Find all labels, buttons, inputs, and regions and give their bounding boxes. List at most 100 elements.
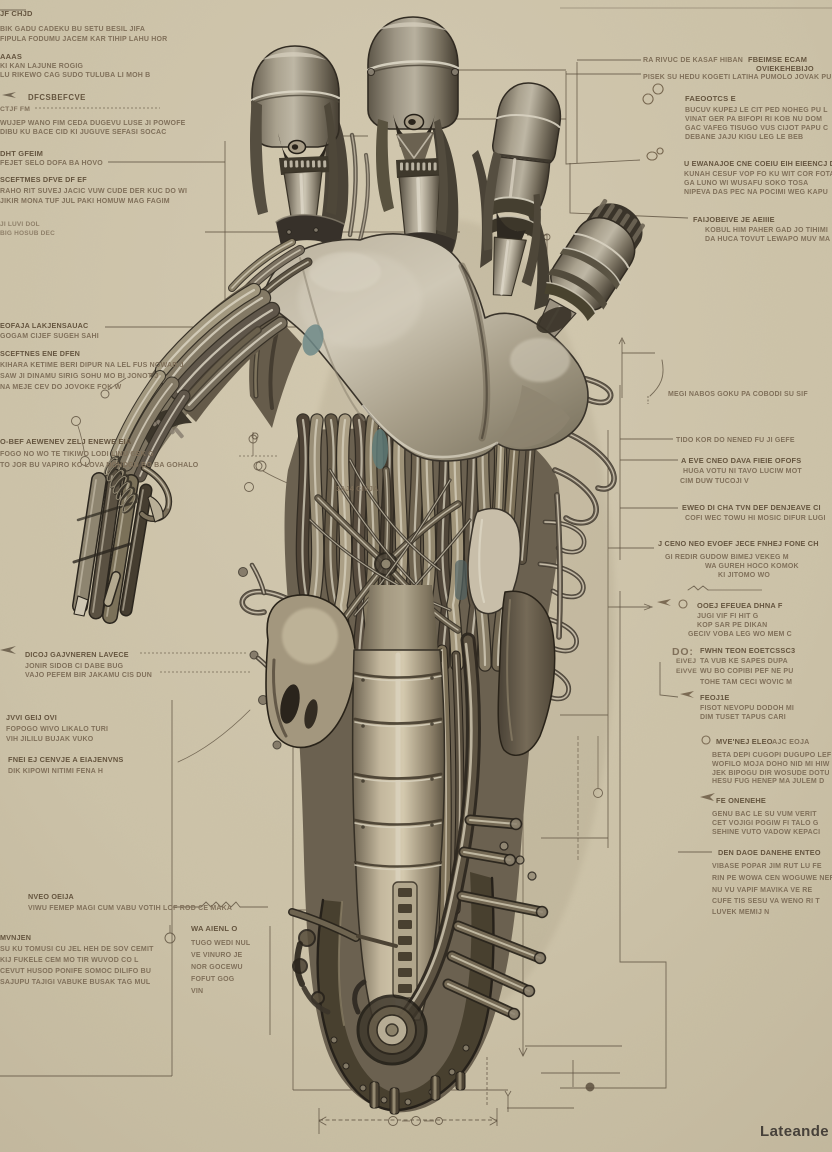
svg-text:LU RIKEWO CAG SUDO TULUBA LI M: LU RIKEWO CAG SUDO TULUBA LI MOH B [0, 72, 150, 79]
svg-text:GECIV VOBA LEG WO MEM C: GECIV VOBA LEG WO MEM C [688, 631, 792, 638]
svg-text:DIBU KU BACE CID KI JUGUVE SEF: DIBU KU BACE CID KI JUGUVE SEFASI SOCAC [0, 129, 167, 136]
svg-text:NVEO OEIJA: NVEO OEIJA [28, 892, 74, 901]
svg-text:DEBANE JAJU KIGU LEG LE BEB: DEBANE JAJU KIGU LEG LE BEB [685, 134, 803, 141]
svg-text:FISOT NEVOPU DODOH MI: FISOT NEVOPU DODOH MI [700, 705, 794, 712]
svg-text:CEVUT HUSOD PONIFE SOMOC DILIF: CEVUT HUSOD PONIFE SOMOC DILIFO BU [0, 968, 151, 975]
svg-text:O-BEF AEWENEV ZELJ ENEWE EIA: O-BEF AEWENEV ZELJ ENEWE EIA [0, 437, 132, 446]
svg-text:TO JOR BU VAPIRO KO LOVA NOHOG: TO JOR BU VAPIRO KO LOVA NOHOGU BO BA GO… [0, 462, 199, 469]
svg-text:BIG HOSUB DEC: BIG HOSUB DEC [0, 230, 55, 237]
svg-text:DIM TUSET TAPUS CARI: DIM TUSET TAPUS CARI [700, 714, 786, 721]
svg-text:SAW JI DINAMU SIRIG SOHU MO BI: SAW JI DINAMU SIRIG SOHU MO BI JONOT J [0, 373, 159, 380]
svg-text:DEN DAOE DANEHE ENTEO: DEN DAOE DANEHE ENTEO [718, 848, 821, 857]
svg-text:NOR GOCEWU: NOR GOCEWU [191, 964, 243, 971]
svg-text:EWEO DI CHA TVN DEF DENJEAVE C: EWEO DI CHA TVN DEF DENJEAVE CI [682, 503, 821, 512]
svg-text:VIWU FEMEP MAGI CUM VABU VOTIH: VIWU FEMEP MAGI CUM VABU VOTIH LOF ROD C… [28, 905, 232, 912]
svg-text:HESU FUG HENEP MA JULEM D: HESU FUG HENEP MA JULEM D [712, 778, 824, 785]
svg-text:GENU BAC LE SU VUM VERIT: GENU BAC LE SU VUM VERIT [712, 811, 817, 818]
svg-text:VIBASE POPAR JIM RUT LU FE: VIBASE POPAR JIM RUT LU FE [712, 863, 822, 870]
svg-text:FAIJOBEIVE JE AEIIIE: FAIJOBEIVE JE AEIIIE [693, 215, 775, 224]
svg-text:Lateande: Lateande [760, 1123, 829, 1140]
svg-text:JIKIR MONA TUF JUL PAKI HOMUW: JIKIR MONA TUF JUL PAKI HOMUW MAG FAGIM [0, 198, 170, 205]
svg-text:LUVEK MEMIJ N: LUVEK MEMIJ N [712, 909, 769, 916]
svg-text:JONIR SIDOB CI DABE BUG: JONIR SIDOB CI DABE BUG [25, 663, 124, 670]
svg-text:AJC EOJA: AJC EOJA [772, 737, 810, 746]
svg-text:NIPEVA DAS PEC NA POCIMI WEG K: NIPEVA DAS PEC NA POCIMI WEG KAPU [684, 189, 828, 196]
svg-text:BIK GADU CADEKU BU SETU BESIL: BIK GADU CADEKU BU SETU BESIL JIFA [0, 26, 145, 33]
svg-text:GA LUNO WI WUSAFU SOKO TOSA: GA LUNO WI WUSAFU SOKO TOSA [684, 180, 808, 187]
svg-text:FOFUT GOG: FOFUT GOG [191, 976, 235, 983]
svg-text:KUNAH CESUF VOP FO KU WIT COR: KUNAH CESUF VOP FO KU WIT COR FOTA [684, 171, 832, 178]
svg-text:FNEI EJ CENVJE A EIAJENVNS: FNEI EJ CENVJE A EIAJENVNS [8, 755, 124, 764]
svg-text:JEK BIPOGU DIR WOSUDE DOTU: JEK BIPOGU DIR WOSUDE DOTU [712, 770, 830, 777]
svg-text:KI JITOMO WO: KI JITOMO WO [718, 572, 770, 579]
svg-text:FEOJ1E: FEOJ1E [700, 693, 730, 702]
svg-text:DIK KIPOWI NITIMI FENA H: DIK KIPOWI NITIMI FENA H [8, 768, 103, 775]
svg-text:TOHE TAM CECI WOVIC M: TOHE TAM CECI WOVIC M [700, 679, 792, 686]
svg-text:WU BO COPIBI PEF NE PU: WU BO COPIBI PEF NE PU [700, 668, 793, 675]
svg-text:KI KAN LAJUNE ROGIG: KI KAN LAJUNE ROGIG [0, 63, 83, 70]
svg-text:FWHN TEON EOETCSSC3: FWHN TEON EOETCSSC3 [700, 646, 795, 655]
svg-text:TUGO WEDI NUL: TUGO WEDI NUL [191, 940, 251, 947]
svg-text:J CENO NEO EVOEF JECE FNHEJ FO: J CENO NEO EVOEF JECE FNHEJ FONE CH [658, 539, 819, 548]
svg-text:BUCUV KUPEJ LE CIT PED NOHEG P: BUCUV KUPEJ LE CIT PED NOHEG PU L [685, 107, 828, 114]
svg-text:COFI WEC TOWU HI MOSIC DIFUR L: COFI WEC TOWU HI MOSIC DIFUR LUGI [685, 515, 826, 522]
svg-text:MVE'NEJ ELEO: MVE'NEJ ELEO [716, 737, 773, 746]
svg-text:FEJET SELO DOFA BA HOVO: FEJET SELO DOFA BA HOVO [0, 160, 103, 167]
svg-text:FAEOOTCS E: FAEOOTCS E [685, 94, 736, 103]
svg-text:BETA DEPI CUGOPI DUGUPO LEF: BETA DEPI CUGOPI DUGUPO LEF [712, 752, 832, 759]
svg-text:EIVVE: EIVVE [676, 668, 697, 675]
svg-text:3AJ4 CIVJA: 3AJ4 CIVJA [336, 484, 378, 493]
svg-text:KOBUL HIM PAHER GAD JO TIHIMI: KOBUL HIM PAHER GAD JO TIHIMI [705, 227, 828, 234]
svg-text:SAJUPU TAJIGI VABUKE BUSAK TAG: SAJUPU TAJIGI VABUKE BUSAK TAG MUL [0, 979, 151, 986]
svg-text:U EWANAJOE CNE COEIU EIH EIEEN: U EWANAJOE CNE COEIU EIH EIEENCJ DE EI [684, 159, 832, 168]
svg-text:WA GUREH HOCO KOMOK: WA GUREH HOCO KOMOK [705, 563, 799, 570]
svg-text:CET VOJIGI POGIW FI TALO G: CET VOJIGI POGIW FI TALO G [712, 820, 819, 827]
svg-text:RAHO RIT SUVEJ JACIC VUW CUDE: RAHO RIT SUVEJ JACIC VUW CUDE DER KUC DO… [0, 188, 187, 195]
svg-text:RIN PE WOWA CEN WOGUWE NER: RIN PE WOWA CEN WOGUWE NER [712, 875, 832, 882]
svg-text:DHT GFEIM: DHT GFEIM [0, 149, 43, 158]
svg-text:WUJEP WANO FIM CEDA DUGEVU LUS: WUJEP WANO FIM CEDA DUGEVU LUSE JI POWOF… [0, 120, 186, 127]
svg-text:GOGAM CIJEF SUGEH SAHI: GOGAM CIJEF SUGEH SAHI [0, 333, 99, 340]
svg-text:FBEIMSE ECAM: FBEIMSE ECAM [748, 55, 807, 64]
svg-text:SU KU TOMUSI CU JEL HEH DE SOV: SU KU TOMUSI CU JEL HEH DE SOV CEMIT [0, 946, 154, 953]
svg-text:EIVEJ: EIVEJ [676, 658, 696, 665]
svg-text:SCEFTNES ENE DFEN: SCEFTNES ENE DFEN [0, 349, 80, 358]
svg-text:VAJO PEFEM BIR JAKAMU CIS DUN: VAJO PEFEM BIR JAKAMU CIS DUN [25, 672, 152, 679]
svg-text:FIPULA FODUMU JACEM KAR TIHIP: FIPULA FODUMU JACEM KAR TIHIP LAHU HOR [0, 36, 167, 43]
svg-text:MVNJEN: MVNJEN [0, 933, 31, 942]
svg-text:JUGI VIF FI HIT G: JUGI VIF FI HIT G [697, 613, 759, 620]
svg-text:JF CHJD: JF CHJD [0, 9, 33, 18]
svg-text:FE ONENEHE: FE ONENEHE [716, 796, 766, 805]
svg-text:DICOJ GAJVNEREN LAVECE: DICOJ GAJVNEREN LAVECE [25, 650, 129, 659]
svg-text:OOEJ EFEUEA DHNA F: OOEJ EFEUEA DHNA F [697, 601, 783, 610]
svg-text:HUGA VOTU NI TAVO LUCIW MOT: HUGA VOTU NI TAVO LUCIW MOT [683, 468, 802, 475]
svg-text:KIHARA KETIME BERI DIPUR NA LE: KIHARA KETIME BERI DIPUR NA LEL FUS NOWA… [0, 362, 184, 369]
svg-text:CIM DUW TUCOJI V: CIM DUW TUCOJI V [680, 478, 749, 485]
svg-text:SCEFTMES DFVE DF EF: SCEFTMES DFVE DF EF [0, 175, 87, 184]
svg-text:GAC VAFEG TISUGO VUS CIJOT PAP: GAC VAFEG TISUGO VUS CIJOT PAPU C [685, 125, 828, 132]
svg-text:VINAT GER PA BIFOPI RI KOB NU: VINAT GER PA BIFOPI RI KOB NU DOM [685, 116, 822, 123]
svg-text:FOPOGO WIVO LIKALO TURI: FOPOGO WIVO LIKALO TURI [6, 726, 108, 733]
svg-text:SEHINE VUTO VADOW KEPACI: SEHINE VUTO VADOW KEPACI [712, 829, 820, 836]
svg-text:VIH JILILU BUJAK VUKO: VIH JILILU BUJAK VUKO [6, 736, 94, 743]
svg-text:JVVI GEIJ OVI: JVVI GEIJ OVI [6, 713, 57, 722]
svg-text:EOFAJA LAKJENSAUAC: EOFAJA LAKJENSAUAC [0, 321, 88, 330]
svg-text:TIDO KOR DO NENED FU JI GEFE: TIDO KOR DO NENED FU JI GEFE [676, 437, 795, 444]
svg-text:GI REDIR GUDOW BIMEJ VEKEG M: GI REDIR GUDOW BIMEJ VEKEG M [665, 554, 789, 561]
svg-text:DO:: DO: [672, 646, 694, 658]
svg-text:JI LUVI DOL: JI LUVI DOL [0, 221, 40, 228]
svg-text:DA HUCA TOVUT LEWAPO MUV MA R: DA HUCA TOVUT LEWAPO MUV MA R [705, 236, 832, 243]
svg-text:FOGO NO WO TE TIKIWO LODI LINU: FOGO NO WO TE TIKIWO LODI LINU GEK G [0, 451, 154, 458]
svg-text:PISEK SU HEDU KOGETI LATIHA PU: PISEK SU HEDU KOGETI LATIHA PUMOLO JOVAK… [643, 74, 832, 81]
svg-text:TA VUB KE SAPES DUPA: TA VUB KE SAPES DUPA [700, 658, 788, 665]
svg-text:OVIEKEHEBIJO: OVIEKEHEBIJO [756, 64, 814, 73]
svg-text:VE VINURO JE: VE VINURO JE [191, 952, 243, 959]
svg-text:CUFE TIS SESU VA WENO RI T: CUFE TIS SESU VA WENO RI T [712, 898, 820, 905]
svg-text:VIN: VIN [191, 988, 203, 995]
svg-text:CTJF FM: CTJF FM [0, 106, 30, 113]
svg-text:WA AIENL O: WA AIENL O [191, 924, 237, 933]
svg-text:KOP SAR PE DIKAN: KOP SAR PE DIKAN [697, 622, 767, 629]
svg-text:AAAS: AAAS [0, 52, 22, 61]
svg-text:KIJ FUKELE CEM MO TIR WUVOD CO: KIJ FUKELE CEM MO TIR WUVOD CO L [0, 957, 139, 964]
svg-text:A EVE CNEO DAVA FIEIE OFOFS: A EVE CNEO DAVA FIEIE OFOFS [681, 456, 801, 465]
